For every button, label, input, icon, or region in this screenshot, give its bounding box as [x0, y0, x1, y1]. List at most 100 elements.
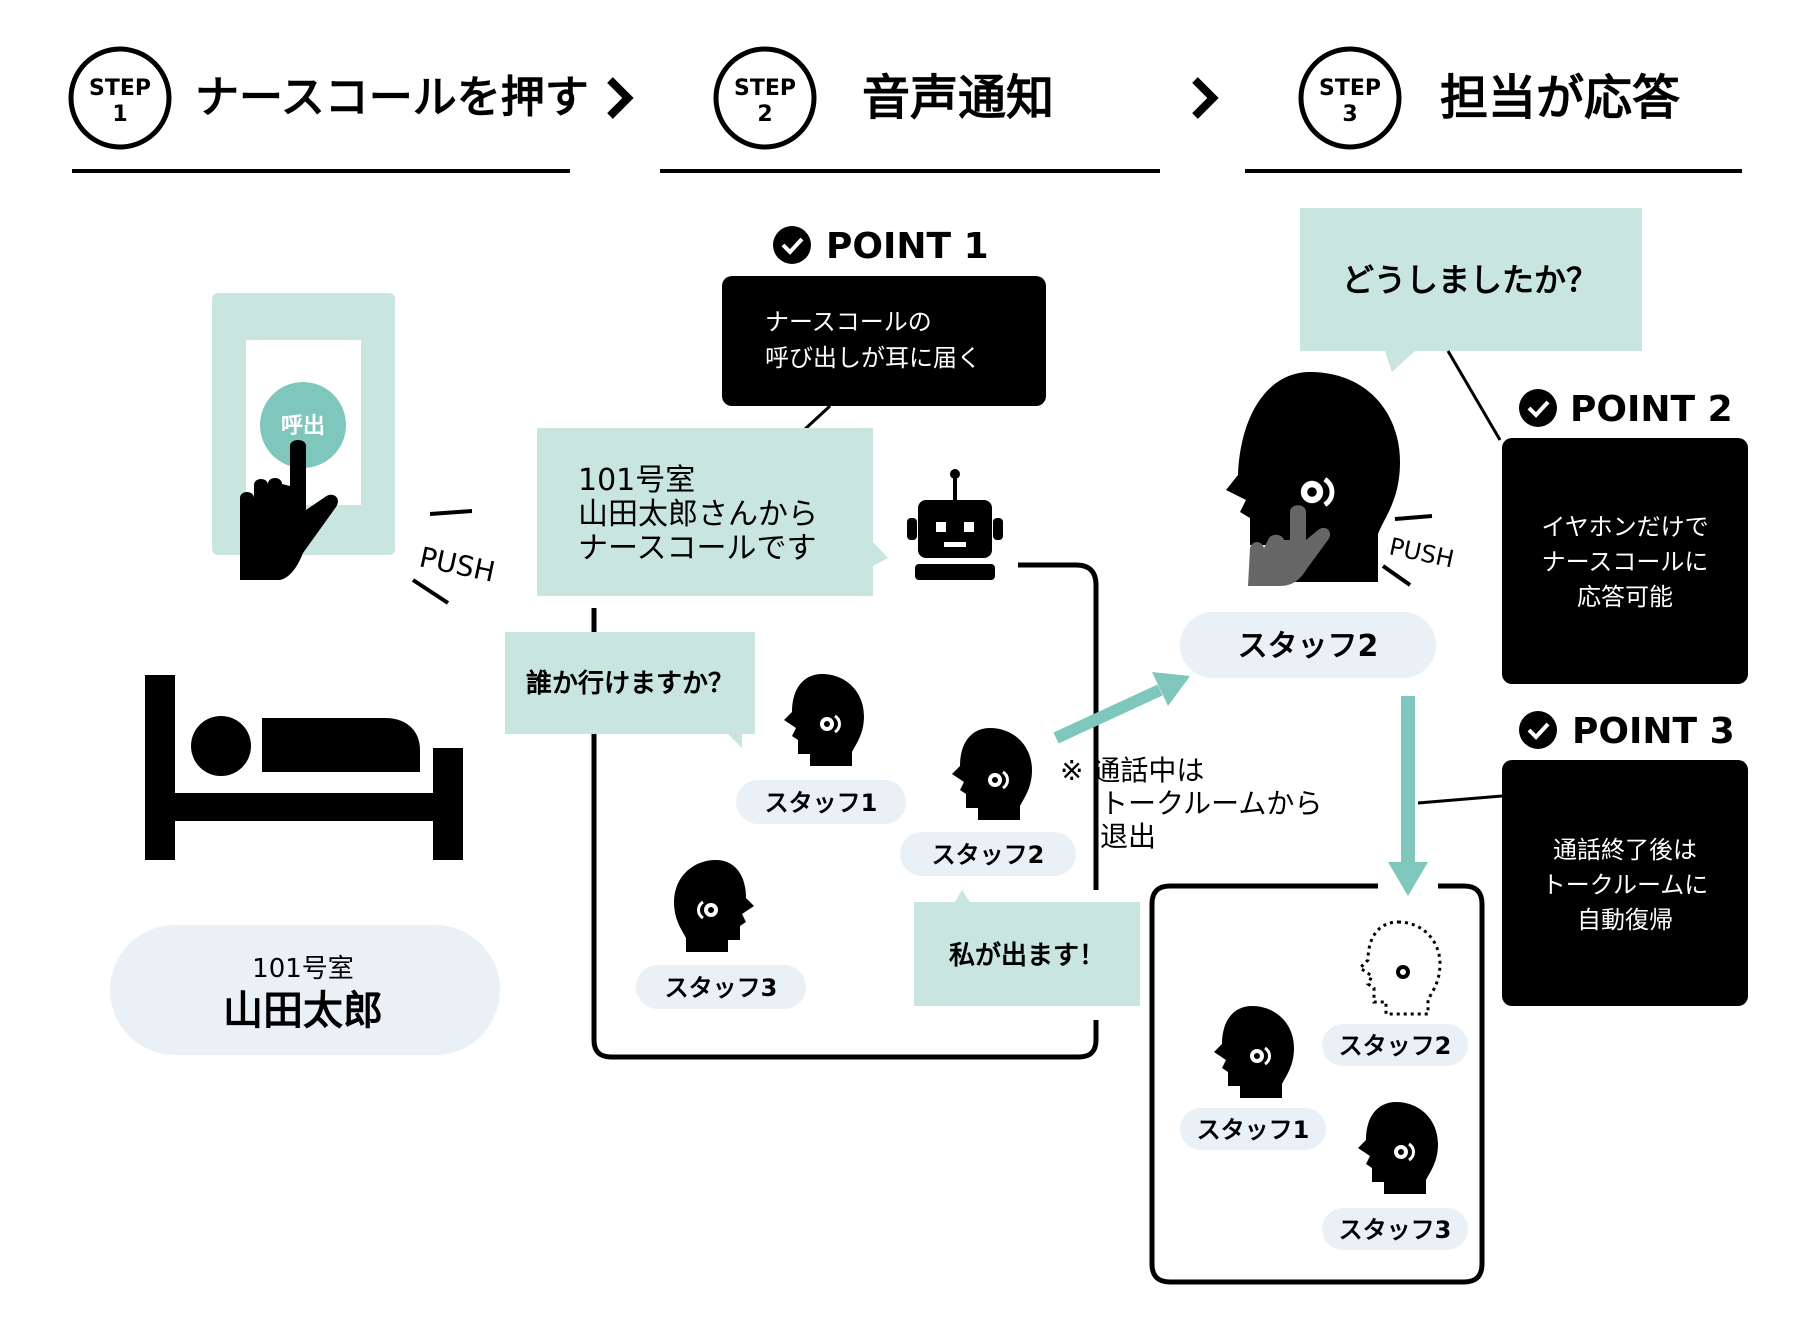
robot-icon [907, 469, 1003, 580]
chevron-right-icon [1192, 77, 1219, 119]
call-button [260, 382, 346, 468]
announcement-line-3: ナースコールです [578, 531, 817, 566]
staff-1-head-icon [784, 674, 864, 766]
pointing-hand-icon [240, 440, 338, 580]
staff-2-pill: スタッフ2 [900, 832, 1076, 876]
patient-pill-bg [110, 925, 500, 1055]
staff-3-return-head-icon [1358, 1102, 1438, 1194]
point-2-label: POINT 2 [1570, 389, 1733, 430]
staff-2-label: スタッフ2 [932, 841, 1045, 869]
call-device: 呼出 [212, 293, 395, 580]
push-mark-line [1394, 514, 1433, 521]
push-label-group-2: PUSH [1381, 514, 1457, 587]
grey-hand-icon [1248, 505, 1331, 586]
call-button-label: 呼出 [281, 414, 325, 439]
point-1-label: POINT 1 [826, 226, 989, 267]
point-2-text-line-2: ナースコールに [1542, 548, 1709, 576]
push-label-1: PUSH [417, 541, 498, 589]
patient-name: 山田太郎 [223, 988, 383, 1034]
note-text: ※ 通話中は トークルームから 退出 [1060, 754, 1322, 853]
push-mark-line [411, 578, 450, 605]
step-1-header: STEP 1 ナースコールを押す [68, 46, 589, 173]
check-circle-icon [1519, 711, 1557, 749]
check-circle-icon [773, 226, 811, 264]
check-icon [1527, 400, 1550, 418]
staff-2-head-icon [952, 728, 1032, 820]
staff-3-head-icon [674, 860, 754, 952]
return-talk-room-frame [1149, 883, 1485, 1285]
teal-arrow-to-staff [1053, 672, 1190, 744]
staff-2-return-label: スタッフ2 [1339, 1032, 1452, 1060]
staff-3-return-label: スタッフ3 [1339, 1216, 1452, 1244]
staff-1-return-head-icon [1214, 1006, 1294, 1098]
step-1-badge-number: 1 [112, 102, 127, 127]
step-2-badge [713, 46, 817, 150]
point-3-label: POINT 3 [1572, 711, 1735, 752]
step-1-badge [68, 46, 172, 150]
point-2-connector [1446, 350, 1502, 441]
staff-3-label: スタッフ3 [665, 974, 778, 1002]
step-2-badge-number: 2 [757, 102, 772, 127]
step-1-title: ナースコールを押す [195, 72, 589, 123]
push-label-group-1: PUSH [411, 509, 498, 605]
point-2-text-line-1: イヤホンだけで [1541, 513, 1708, 541]
staff-3-return-pill: スタッフ3 [1322, 1208, 1468, 1250]
point-3-text-line-1: 通話終了後は [1553, 836, 1697, 864]
patient-room: 101号室 [252, 954, 354, 984]
point-2-header: POINT 2 [1519, 389, 1733, 430]
check-icon [781, 237, 804, 255]
question-bubble: 誰か行けますか？ [505, 632, 755, 748]
check-icon [1527, 722, 1550, 740]
point-3-header: POINT 3 [1519, 711, 1735, 752]
step-1-badge-label: STEP [89, 76, 151, 101]
check-circle-icon [1519, 389, 1557, 427]
point-1-text-line-2: 呼び出しが耳に届く [765, 344, 981, 372]
question-text: 誰か行けますか？ [526, 668, 734, 699]
response-text: どうしましたか？ [1342, 261, 1598, 299]
push-mark-line [429, 509, 473, 516]
announcement-bubble: 101号室 山田太郎さんから ナースコールです [537, 428, 888, 596]
point-1-text-line-1: ナースコールの [765, 308, 932, 336]
answer-text: 私が出ます！ [949, 940, 1105, 971]
note-line-1: ※ 通話中は [1060, 754, 1204, 787]
step-2-badge-label: STEP [734, 76, 796, 101]
staff-2-dotted-head-icon [1357, 920, 1442, 1016]
response-bubble: どうしましたか？ [1300, 208, 1642, 372]
staff-2-return-pill: スタッフ2 [1322, 1024, 1468, 1066]
staff-2-responder-pill: スタッフ2 [1180, 612, 1436, 678]
step-3-badge-label: STEP [1319, 76, 1381, 101]
note-line-3: 退出 [1100, 820, 1156, 853]
step-3-badge [1298, 46, 1402, 150]
staff-1-pill: スタッフ1 [736, 780, 906, 824]
point-1-box: ナースコールの 呼び出しが耳に届く [722, 276, 1046, 406]
point-1-connector [802, 404, 832, 432]
step-3-title: 担当が応答 [1440, 70, 1681, 126]
push-mark-line [1381, 564, 1412, 587]
push-label-2: PUSH [1387, 532, 1457, 573]
talk-room-frame [591, 562, 1099, 1060]
staff-3-pill: スタッフ3 [636, 965, 806, 1009]
announcement-line-1: 101号室 [578, 463, 695, 498]
point-3-text-line-2: トークルームに [1542, 871, 1709, 899]
staff-2-responder-label: スタッフ2 [1238, 629, 1379, 664]
bed-icon [145, 675, 463, 860]
announcement-line-2: 山田太郎さんから [578, 497, 818, 532]
answer-bubble: 私が出ます！ [914, 890, 1140, 1006]
point-1-header: POINT 1 [773, 226, 989, 267]
staff-1-label: スタッフ1 [765, 789, 878, 817]
point-3-text-line-3: 自動復帰 [1577, 906, 1673, 934]
point-3-box: 通話終了後は トークルームに 自動復帰 [1502, 760, 1748, 1006]
point-2-text-line-3: 応答可能 [1577, 583, 1673, 611]
point-3-connector [1417, 794, 1503, 805]
patient-pill: 101号室 山田太郎 [110, 925, 500, 1055]
step-3-badge-number: 3 [1342, 102, 1357, 127]
big-head-icon [1226, 372, 1400, 586]
point-2-box: イヤホンだけで ナースコールに 応答可能 [1502, 438, 1748, 684]
teal-arrow-down [1388, 696, 1428, 896]
staff-1-return-label: スタッフ1 [1197, 1116, 1310, 1144]
step-3-header: STEP 3 担当が応答 [1245, 46, 1742, 173]
staff-1-return-pill: スタッフ1 [1180, 1108, 1326, 1150]
chevron-right-icon [607, 77, 634, 119]
